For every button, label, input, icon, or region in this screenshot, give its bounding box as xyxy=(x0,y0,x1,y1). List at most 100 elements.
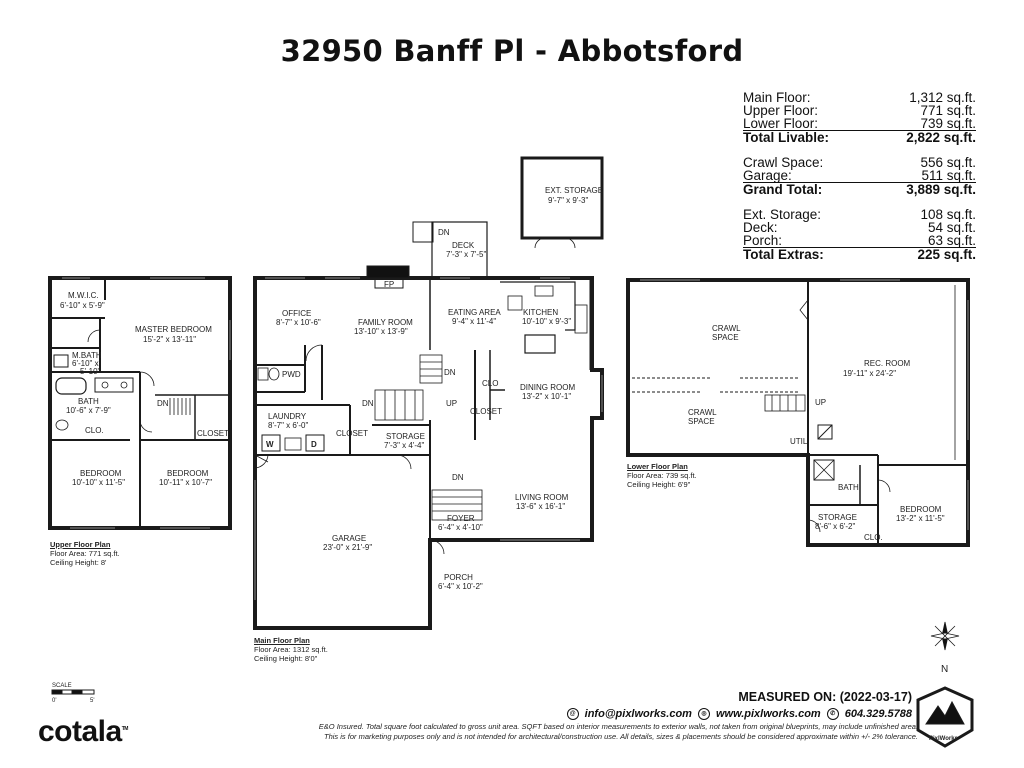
room-name: LIVING ROOM xyxy=(515,493,569,502)
room-name: UTIL. xyxy=(790,437,810,446)
room-dim: 9'-4" x 11'-4" xyxy=(452,317,496,326)
caption-title: Lower Floor Plan xyxy=(627,462,688,471)
main-floor-plan xyxy=(253,156,604,630)
area-label: Total Extras: xyxy=(743,247,824,262)
contact-web[interactable]: www.pixlworks.com xyxy=(715,708,821,720)
room-name: STORAGE xyxy=(386,432,425,441)
area-row-main: Main Floor: 1,312 sq.ft. xyxy=(743,90,976,105)
room-dim: 8'-7" x 10'-6" xyxy=(276,318,321,327)
scale-five: 5' xyxy=(90,698,94,704)
area-row-lower: Lower Floor: 739 sq.ft. xyxy=(743,116,976,131)
area-label: Porch: xyxy=(743,233,783,248)
dn-label: DN xyxy=(438,228,450,237)
room-name: CRAWL xyxy=(688,408,717,417)
room-dim: 7'-3" x 4'-4" xyxy=(384,441,424,450)
area-row-crawl: Crawl Space:556 sq.ft. xyxy=(743,155,976,170)
page-title: 32950 Banff Pl - Abbotsford xyxy=(280,34,744,68)
area-row-total-livable: Total Livable: 2,822 sq.ft. xyxy=(743,130,976,145)
dn-label: DN xyxy=(444,368,456,377)
room-name: CRAWL xyxy=(712,324,741,333)
area-value: 739 sq.ft. xyxy=(920,116,976,131)
caption-area: Floor Area: 739 sq.ft. xyxy=(627,471,697,480)
washer-label: W xyxy=(266,440,274,449)
phone-icon: ✆ xyxy=(826,708,839,720)
pwd-label: PWD xyxy=(282,370,301,379)
area-label: Lower Floor: xyxy=(743,116,819,131)
scale-bar xyxy=(51,689,95,695)
upper-floor-plan xyxy=(48,276,232,530)
dn-label: DN xyxy=(452,473,464,482)
up-label: UP xyxy=(446,399,457,408)
room-name: BATH xyxy=(838,483,859,492)
room-dim: 13'-10" x 13'-9" xyxy=(354,327,408,336)
room-dim: 8'-7" x 6'-0" xyxy=(268,421,308,430)
area-value: 54 sq.ft. xyxy=(927,220,976,235)
dn-label: DN xyxy=(157,399,169,408)
room-dim: 5'-10" xyxy=(80,367,101,376)
area-row-deck: Deck: 54 sq.ft. xyxy=(743,220,976,235)
room-name: FAMILY ROOM xyxy=(358,318,413,327)
area-label: Grand Total: xyxy=(743,182,823,197)
room-dim: 19'-11" x 24'-2" xyxy=(843,369,896,378)
room-dim: 13'-6" x 16'-1" xyxy=(516,502,565,511)
room-name: REC. ROOM xyxy=(864,359,911,368)
area-label: Total Livable: xyxy=(743,130,830,145)
area-value: 511 sq.ft. xyxy=(921,168,976,183)
room-name: MASTER BEDROOM xyxy=(135,325,212,334)
livable-group: Main Floor: 1,312 sq.ft. Upper Floor:771 … xyxy=(743,91,976,145)
caption-ceiling: Ceiling Height: 6'9" xyxy=(627,480,691,489)
room-dim: 15'-2" x 13'-11" xyxy=(143,335,196,344)
closet-label: CLOSET xyxy=(197,429,229,438)
clo-label: CLO xyxy=(482,379,498,388)
room-dim: 6'-10" x xyxy=(72,359,99,368)
area-value: 556 sq.ft. xyxy=(920,155,976,170)
caption-title: Upper Floor Plan xyxy=(50,540,111,549)
room-name: DECK xyxy=(452,241,475,250)
room-dim: 6'-4" x 4'-10" xyxy=(438,523,483,532)
room-name: M.W.I.C. xyxy=(68,291,99,300)
room-dim: 8'-6" x 6'-2" xyxy=(815,522,855,531)
fp-label: FP xyxy=(384,280,394,289)
room-name: STORAGE xyxy=(818,513,857,522)
scale-zero: 0' xyxy=(52,698,56,704)
area-value: 3,889 sq.ft. xyxy=(906,182,976,197)
room-name: FOYER xyxy=(447,514,475,523)
area-row-total-extras: Total Extras: 225 sq.ft. xyxy=(743,247,976,262)
area-value: 1,312 sq.ft. xyxy=(909,90,976,105)
contact-email[interactable]: info@pixlworks.com xyxy=(584,708,692,720)
area-label: Upper Floor: xyxy=(743,103,819,118)
area-value: 2,822 sq.ft. xyxy=(906,130,976,145)
room-name: BEDROOM xyxy=(80,469,122,478)
area-row-upper: Upper Floor:771 sq.ft. xyxy=(743,103,976,118)
room-name: BEDROOM xyxy=(167,469,209,478)
pixlworks-badge xyxy=(916,686,974,748)
contact-phone[interactable]: 604.329.5788 xyxy=(844,708,912,720)
area-row-porch: Porch:63 sq.ft. xyxy=(743,233,976,248)
compass-n-label: N xyxy=(941,664,948,675)
extras-group: Ext. Storage:108 sq.ft. Deck:54 sq.ft. P… xyxy=(743,208,976,262)
caption-ceiling: Ceiling Height: 8'0" xyxy=(254,654,318,663)
closet-label: CLOSET xyxy=(470,407,502,416)
room-name: EATING AREA xyxy=(448,308,501,317)
upper-floor-caption: Upper Floor Plan Floor Area: 771 sq.ft. … xyxy=(50,540,120,567)
area-value: 225 sq.ft. xyxy=(917,247,976,262)
room-dim: 13'-2" x 11'-5" xyxy=(896,514,945,523)
room-name: GARAGE xyxy=(332,534,366,543)
room-name: SPACE xyxy=(712,333,739,342)
email-icon: @ xyxy=(566,708,579,720)
dryer-label: D xyxy=(311,440,317,449)
room-dim: 10'-6" x 7'-9" xyxy=(66,406,111,415)
badge-text: PixlWorks xyxy=(929,736,959,742)
room-name: PORCH xyxy=(444,573,473,582)
up-label: UP xyxy=(815,398,826,407)
room-dim: 10'-11" x 10'-7" xyxy=(159,478,212,487)
area-label: Main Floor: xyxy=(743,90,811,105)
measured-on: MEASURED ON: (2022-03-17) xyxy=(738,690,912,704)
room-dim: 9'-7" x 9'-3" xyxy=(548,196,588,205)
disclaimer-line-1: E&O Insured. Total square foot calculate… xyxy=(318,722,918,731)
room-name: BEDROOM xyxy=(900,505,942,514)
caption-ceiling: Ceiling Height: 8' xyxy=(50,558,107,567)
room-name: DINING ROOM xyxy=(520,383,575,392)
room-dim: 23'-0" x 21'-9" xyxy=(323,543,372,552)
area-label: Deck: xyxy=(743,220,778,235)
